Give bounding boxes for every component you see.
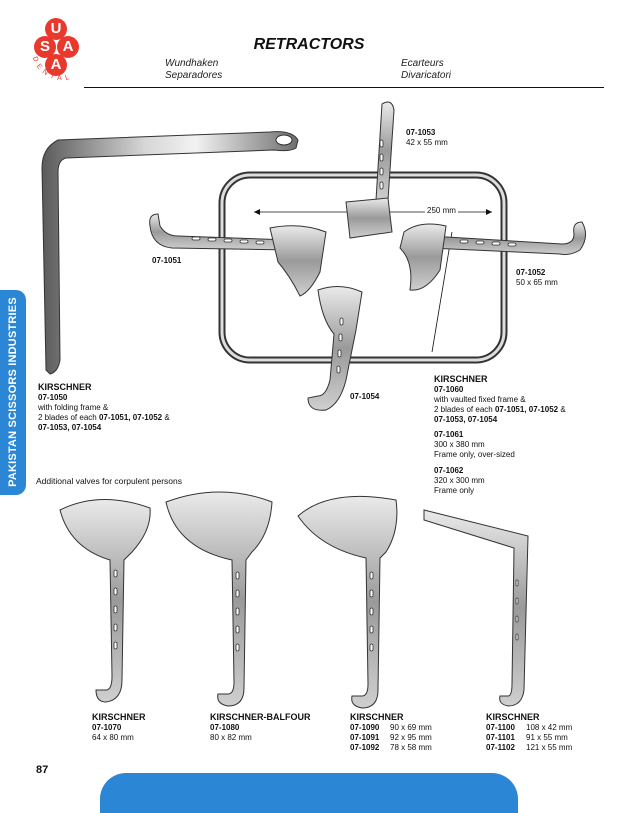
size-07-1062: 320 x 300 mm [434, 476, 485, 485]
desc-07-1061: Frame only, over-sized [434, 450, 515, 459]
product-name: KIRSCHNER [434, 374, 488, 384]
header-rule [84, 87, 604, 88]
product-size: 78 x 58 mm [390, 743, 432, 752]
logo-letter-a2: A [45, 54, 67, 76]
product-size: 80 x 82 mm [210, 733, 252, 742]
product-code: 07-1060 [434, 385, 464, 394]
product-code: 07-1101 [486, 733, 515, 742]
label-07-1054: 07-1054 [350, 392, 380, 401]
product-size: 91 x 55 mm [526, 733, 568, 742]
product-size: 108 x 42 mm [526, 723, 573, 732]
translation-spanish: Separadores [165, 70, 223, 81]
product-size: 64 x 80 mm [92, 733, 134, 742]
product-desc-line3: 07-1053, 07-1054 [38, 423, 102, 432]
size-07-1053: 42 x 55 mm [406, 138, 448, 147]
translation-italian: Divaricatori [401, 70, 452, 81]
product-desc-line2: 2 blades of each 07-1051, 07-1052 & [434, 405, 566, 415]
desc-07-1062: Frame only [434, 486, 475, 495]
label-07-1051: 07-1051 [152, 256, 182, 265]
frame-dimension: 250 mm [425, 206, 458, 216]
desc-text: & [558, 405, 566, 414]
translation-german: Wundhaken [165, 58, 219, 69]
translation-french: Ecarteurs [401, 58, 444, 69]
additional-valves-heading: Additional valves for corpulent persons [36, 476, 182, 486]
desc-codes: 07-1051, 07-1052 [494, 405, 559, 414]
product-code: 07-1050 [38, 393, 68, 402]
logo-letter-s: S [34, 36, 56, 58]
desc-codes: 07-1051, 07-1052 [98, 413, 163, 422]
product-code: 07-1070 [92, 723, 122, 732]
product-size: 90 x 69 mm [390, 723, 432, 732]
product-name: KIRSCHNER [92, 712, 146, 722]
desc-text: 2 blades of each [38, 413, 99, 422]
product-name: KIRSCHNER [486, 712, 540, 722]
product-desc-line3: 07-1053, 07-1054 [434, 415, 498, 424]
product-size: 92 x 95 mm [390, 733, 432, 742]
logo-letter-u: U [45, 18, 67, 40]
product-code: 07-1100 [486, 723, 515, 732]
code-07-1062: 07-1062 [434, 466, 464, 475]
product-size: 121 x 55 mm [526, 743, 573, 752]
product-code: 07-1080 [210, 723, 240, 732]
product-desc: with folding frame & [38, 403, 109, 412]
desc-text: & [162, 413, 170, 422]
label-07-1052: 07-1052 [516, 268, 546, 277]
desc-text: 2 blades of each [434, 405, 495, 414]
label-07-1053: 07-1053 [406, 128, 436, 137]
size-07-1061: 300 x 380 mm [434, 440, 485, 449]
page-title: RETRACTORS [253, 36, 365, 53]
code-07-1061: 07-1061 [434, 430, 464, 439]
product-code: 07-1090 [350, 723, 380, 732]
product-code: 07-1092 [350, 743, 380, 752]
logo-letter-a1: A [57, 36, 79, 58]
product-name: KIRSCHNER [350, 712, 404, 722]
logo-arc-text: DENTAL [31, 56, 70, 82]
product-name: KIRSCHNER [38, 382, 92, 392]
footer-bar [100, 773, 518, 813]
sidebar-tab [0, 290, 26, 495]
product-desc-line2: 2 blades of each 07-1051, 07-1052 & [38, 413, 170, 423]
product-desc: with vaulted fixed frame & [434, 395, 526, 404]
product-code: 07-1102 [486, 743, 515, 752]
size-07-1052: 50 x 65 mm [516, 278, 558, 287]
page-number: 87 [36, 764, 49, 776]
product-code: 07-1091 [350, 733, 380, 742]
product-name: KIRSCHNER-BALFOUR [210, 712, 311, 722]
